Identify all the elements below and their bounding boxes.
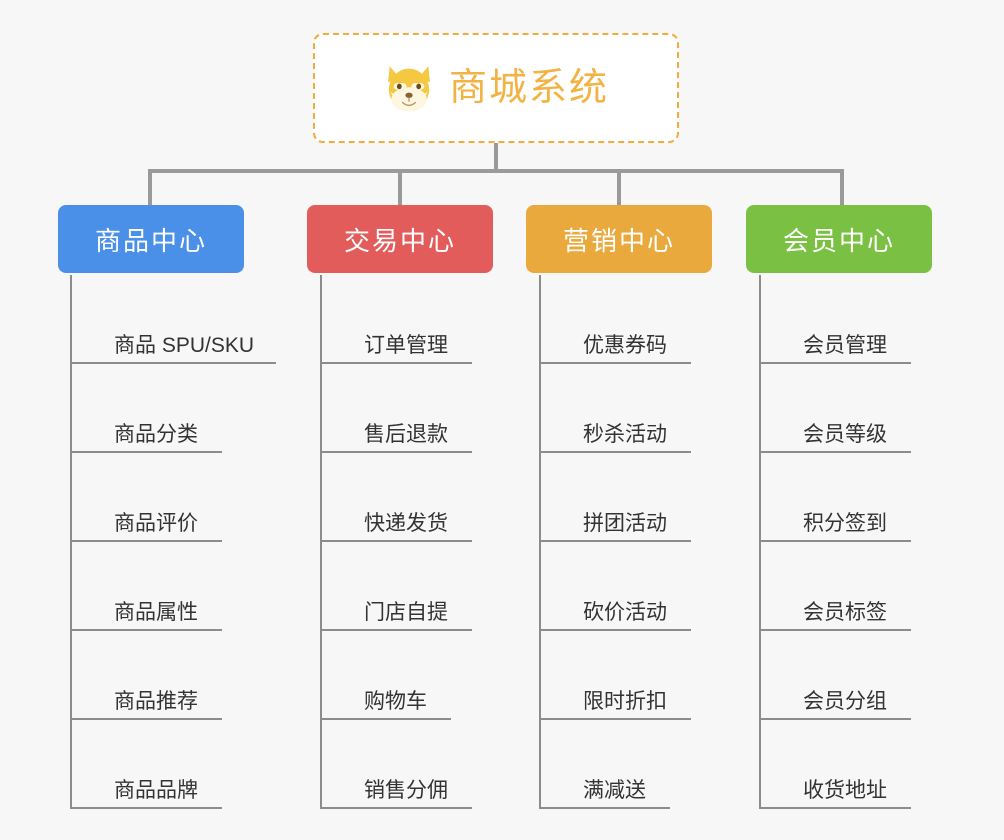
list-item-label: 优惠券码	[583, 334, 667, 357]
item-rule	[70, 807, 222, 809]
item-rule	[539, 629, 691, 631]
item-rule	[539, 807, 670, 809]
item-rule	[70, 540, 222, 542]
item-rule	[320, 540, 472, 542]
category-header-member-center[interactable]: 会员中心	[746, 205, 932, 273]
item-rule	[759, 807, 911, 809]
list-item-label: 商品 SPU/SKU	[114, 334, 255, 357]
shiba-dog-icon	[388, 66, 430, 112]
connector-drop-marketing-center	[617, 169, 621, 205]
item-rule	[320, 718, 451, 720]
item-rule	[539, 718, 691, 720]
list-item-label: 会员等级	[803, 423, 887, 446]
list-item-label: 快递发货	[364, 512, 448, 535]
list-item-label: 售后退款	[364, 423, 448, 446]
list-item-label: 限时折扣	[583, 690, 667, 713]
column-spine	[539, 275, 541, 809]
connector-root-stem	[494, 143, 498, 171]
item-rule	[539, 540, 691, 542]
list-item-label: 会员分组	[803, 690, 887, 713]
item-rule	[320, 807, 472, 809]
connector-drop-product-center	[148, 169, 152, 205]
list-item-label: 商品属性	[114, 601, 198, 624]
list-item-label: 商品分类	[114, 423, 198, 446]
connector-drop-trade-center	[398, 169, 402, 205]
item-rule	[759, 629, 911, 631]
item-rule	[539, 451, 691, 453]
item-rule	[759, 451, 911, 453]
list-item-label: 会员管理	[803, 334, 887, 357]
item-rule	[539, 362, 691, 364]
category-label: 会员中心	[782, 225, 895, 256]
list-item-label: 秒杀活动	[583, 423, 667, 446]
root-title: 商城系统	[448, 67, 609, 109]
category-header-trade-center[interactable]: 交易中心	[307, 205, 493, 273]
category-header-product-center[interactable]: 商品中心	[58, 205, 244, 273]
category-header-marketing-center[interactable]: 营销中心	[526, 205, 712, 273]
list-item-label: 门店自提	[364, 601, 448, 624]
category-label: 商品中心	[94, 225, 207, 256]
list-item-label: 订单管理	[364, 334, 448, 357]
list-item-label: 商品推荐	[114, 690, 198, 713]
category-label: 交易中心	[343, 225, 456, 256]
list-item-label: 购物车	[364, 690, 427, 713]
column-spine	[320, 275, 322, 809]
item-rule	[320, 362, 472, 364]
list-item-label: 会员标签	[803, 601, 887, 624]
connector-bus	[148, 169, 844, 173]
item-rule	[320, 451, 472, 453]
category-label: 营销中心	[562, 225, 675, 256]
list-item-label: 商品评价	[114, 512, 198, 535]
item-rule	[70, 451, 222, 453]
list-item-label: 收货地址	[803, 779, 887, 802]
list-item-label: 积分签到	[803, 512, 887, 535]
root-node[interactable]: 商城系统	[313, 33, 679, 143]
list-item-label: 满减送	[583, 779, 646, 802]
column-spine	[70, 275, 72, 809]
list-item-label: 销售分佣	[364, 779, 448, 802]
list-item-label: 砍价活动	[583, 601, 667, 624]
item-rule	[70, 718, 222, 720]
item-rule	[70, 629, 222, 631]
item-rule	[70, 362, 276, 364]
list-item-label: 拼团活动	[583, 512, 667, 535]
list-item-label: 商品品牌	[114, 779, 198, 802]
item-rule	[759, 540, 911, 542]
item-rule	[320, 629, 472, 631]
connector-drop-member-center	[840, 169, 844, 205]
column-spine	[759, 275, 761, 809]
item-rule	[759, 362, 911, 364]
item-rule	[759, 718, 911, 720]
